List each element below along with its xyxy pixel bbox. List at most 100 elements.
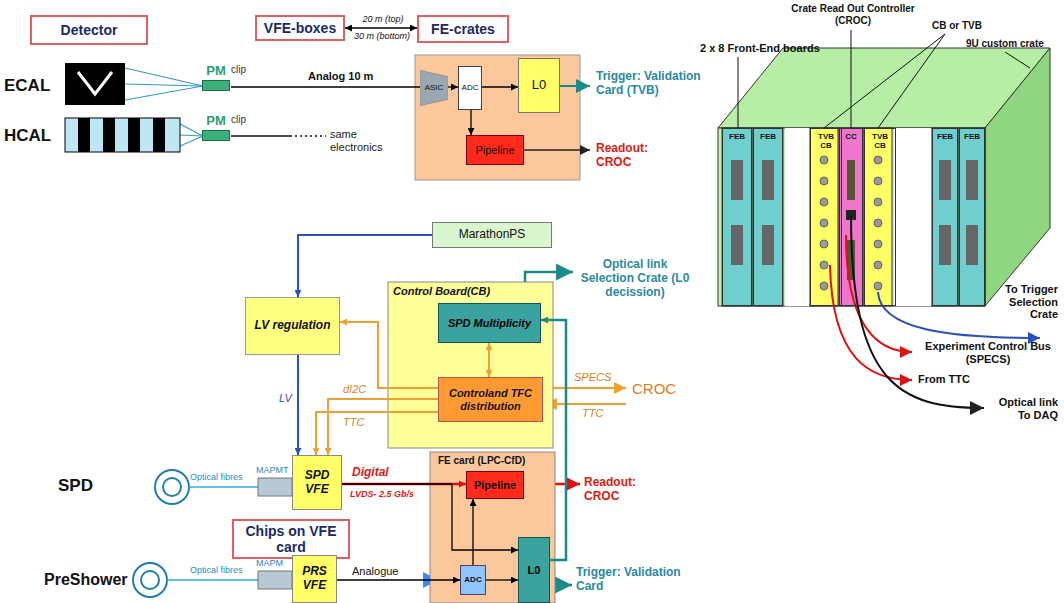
fe-crate-panel: [415, 55, 580, 180]
crate: [874, 198, 882, 206]
board: FEB: [959, 128, 985, 306]
label: ECAL: [4, 76, 62, 96]
node-label: FE card (LPC-CfD): [438, 455, 525, 467]
signal-wire: [545, 403, 626, 405]
crate: [894, 128, 931, 306]
hcal-module: [65, 118, 180, 152]
signal-wire: [231, 135, 290, 136]
node-label: ASIC: [425, 83, 444, 92]
connector: [470, 110, 471, 135]
connector: [328, 399, 438, 455]
cable: [830, 215, 1040, 408]
node-label: VFE-boxes: [264, 20, 336, 36]
connector: [541, 320, 566, 560]
signal-wire: [524, 149, 590, 151]
crate: [874, 156, 882, 164]
label: 2 x 8 Front-End boards: [700, 42, 842, 55]
fibre-fan: [180, 136, 203, 146]
label: SPECS: [574, 371, 622, 384]
signal-wire: [231, 86, 626, 585]
scintillator-tile: [133, 563, 167, 597]
node-label: FEB: [760, 132, 776, 141]
ecal-module: [65, 63, 125, 105]
label: 20 m (top): [352, 14, 414, 24]
crate: [762, 225, 774, 265]
crate: [939, 160, 951, 200]
label: Optical fibres: [190, 565, 254, 575]
container-fill: [388, 282, 553, 448]
crate: [785, 128, 809, 306]
photomultiplier: PM: [201, 114, 231, 142]
vfe-card: PRS VFE: [292, 555, 337, 603]
signal-wire: [290, 135, 326, 136]
connector: [488, 343, 490, 377]
crate: [847, 160, 855, 200]
scintillator-tile: [133, 470, 189, 597]
node-label: PRS VFE: [295, 565, 334, 593]
connector: [472, 499, 473, 565]
power-supply: MarathonPS: [432, 222, 552, 248]
label: Experiment Control Bus (SPECS): [918, 340, 1058, 365]
crate: [820, 240, 828, 248]
l0-box: L0: [518, 58, 560, 113]
crate: [966, 160, 978, 200]
crate: [874, 219, 882, 227]
leader-line: [878, 34, 945, 128]
control-board: Control Board(CB) SPD MultiplicityControl…: [388, 282, 553, 448]
asic-chip: ASIC: [420, 70, 448, 106]
label: To Trigger Selection Crate: [984, 283, 1058, 321]
edge-label: dI2C: [343, 383, 366, 396]
node-label: L0: [532, 78, 546, 93]
optical-fibre: [167, 579, 258, 581]
header-box: VFE-boxes: [255, 15, 345, 41]
signal-wire: [543, 387, 626, 389]
label: PreShower: [44, 571, 144, 589]
pipeline-box: Pipeline: [466, 135, 524, 165]
connector: [297, 355, 299, 455]
node-label: ADC: [462, 83, 479, 92]
hcal-module: [153, 118, 165, 152]
connector: [337, 579, 460, 580]
label: Trigger: Validation Card: [576, 566, 700, 594]
pipeline-box: Pipeline: [466, 471, 524, 499]
node-label: Control Board(CB): [393, 285, 490, 298]
fibre-fan: [125, 84, 203, 86]
ecal-module: [78, 72, 112, 94]
vfe-card: SPD VFE: [292, 455, 342, 510]
crate: [731, 225, 743, 265]
label: 30 m (bottom): [348, 31, 416, 41]
crate: [820, 261, 828, 269]
crate: [966, 225, 978, 265]
label: Trigger: Validation Card (TVB): [596, 70, 716, 98]
crate: [820, 156, 828, 164]
label: MAPMT: [256, 465, 290, 475]
node-label: Pipeline: [474, 479, 516, 492]
fibre-fan: [125, 86, 203, 100]
process-box: SPD Multiplicity: [438, 303, 541, 343]
leader-line: [851, 30, 852, 128]
connector: [482, 86, 518, 87]
label: same electronics: [330, 128, 410, 153]
header-box: Detector: [30, 15, 148, 45]
crate: [874, 282, 882, 290]
node-label: SPD Multiplicity: [448, 317, 531, 330]
board: CC: [839, 128, 863, 306]
edge-label: Digital: [352, 466, 389, 480]
crate: [864, 128, 892, 306]
leader-line: [1005, 52, 1030, 68]
fibre-fan: [180, 135, 203, 136]
board: TVB CB: [810, 128, 842, 306]
node-label: Controland TFC distribution: [441, 387, 540, 412]
edge-label: Analogue: [352, 565, 399, 578]
label: LVDS- 2.5 Gb/s: [350, 489, 430, 499]
crate: [874, 261, 882, 269]
hcal-module: [65, 118, 180, 152]
node-label: FEB: [964, 132, 980, 141]
leader-line: [824, 34, 945, 128]
photomultiplier: PM: [201, 64, 231, 92]
edge-label: TTC: [343, 416, 364, 429]
label: CB or TVB: [932, 20, 994, 32]
label: Readout: CROC: [584, 476, 656, 504]
node-label: FE-crates: [431, 21, 495, 37]
crate: [874, 240, 882, 248]
